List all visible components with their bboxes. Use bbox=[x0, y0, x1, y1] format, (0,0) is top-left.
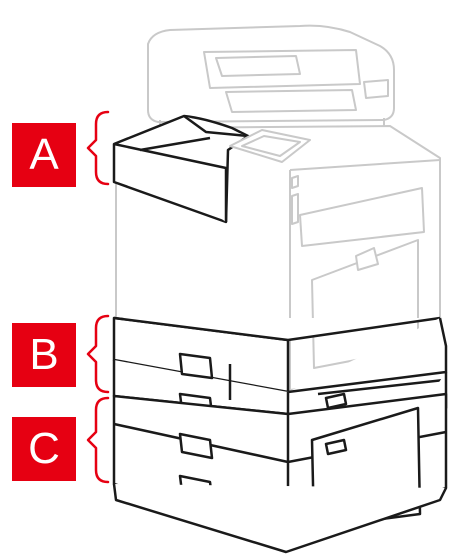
callout-b-label: B bbox=[12, 323, 76, 387]
bracket-a bbox=[86, 110, 110, 186]
document-feeder bbox=[147, 24, 395, 128]
output-tray-a bbox=[112, 114, 250, 224]
bracket-b bbox=[86, 314, 110, 394]
paper-drawer-c bbox=[112, 392, 448, 554]
bracket-c bbox=[86, 396, 110, 484]
control-panel bbox=[229, 129, 311, 163]
paper-drawer-b bbox=[112, 316, 448, 416]
callout-c-label: C bbox=[12, 417, 76, 481]
callout-a-label: A bbox=[12, 123, 76, 187]
